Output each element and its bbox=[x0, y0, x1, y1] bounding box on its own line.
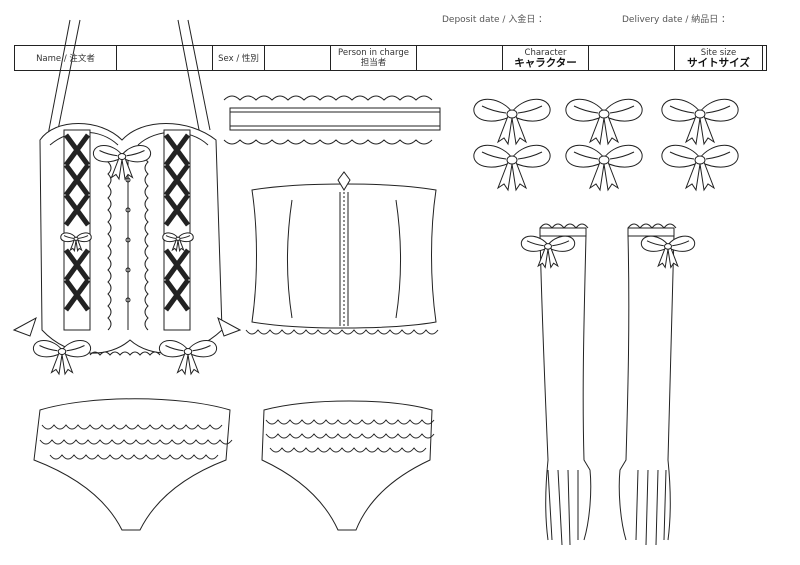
ruffle-panties-front bbox=[34, 399, 232, 530]
waist-cincher bbox=[246, 172, 438, 334]
site-size-label-en: Site size bbox=[700, 47, 737, 58]
ruffle-choker bbox=[224, 96, 440, 144]
site-size-field[interactable] bbox=[762, 45, 767, 71]
character-label-en: Character bbox=[524, 47, 567, 58]
corset-bustier bbox=[14, 20, 240, 375]
delivery-date-label: Delivery date / 納品日 ： bbox=[622, 15, 731, 25]
ruffle-panties-back bbox=[262, 401, 434, 530]
person-label-en: Person in charge bbox=[338, 48, 409, 58]
opera-gloves bbox=[520, 224, 696, 545]
bow-set bbox=[473, 98, 739, 191]
person-label-ja: 担当者 bbox=[360, 58, 387, 68]
header-dates: Deposit date / 入金日 ： Delivery date / 納品日… bbox=[0, 10, 800, 26]
order-form-table: Name / 注文者 Sex / 性別 Person in charge 担当者… bbox=[14, 45, 767, 71]
character-label-ja: キャラクター bbox=[514, 56, 577, 69]
person-in-charge-field[interactable] bbox=[416, 45, 503, 71]
site-size-label-ja: サイトサイズ bbox=[687, 56, 750, 69]
deposit-date-label: Deposit date / 入金日 ： bbox=[442, 15, 548, 25]
name-label: Name / 注文者 bbox=[14, 45, 117, 71]
person-in-charge-label: Person in charge 担当者 bbox=[330, 45, 417, 71]
character-label: Character キャラクター bbox=[502, 45, 589, 71]
